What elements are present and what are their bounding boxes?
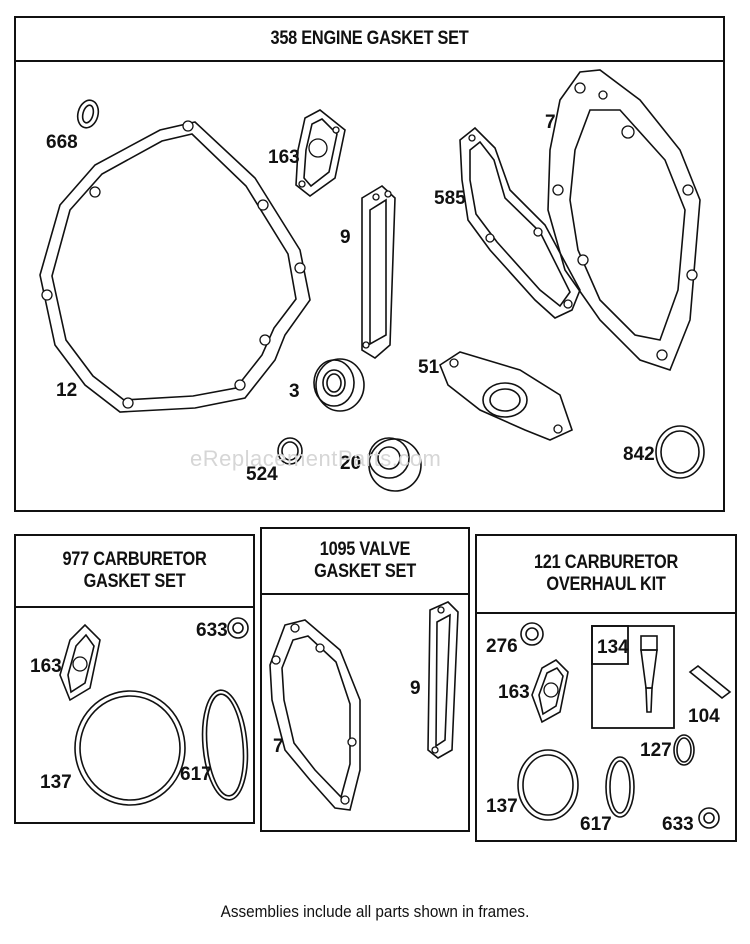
label-20: 20 [340, 453, 361, 474]
part-20-oil-seal [368, 437, 422, 492]
overhaul-kit-title-line2: OVERHAUL KIT [546, 574, 666, 595]
label-617-carb: 617 [180, 764, 212, 785]
label-134: 134 [597, 637, 629, 658]
part-617-overhaul-ring [605, 756, 635, 818]
overhaul-kit-title-line1: 121 CARBURETOR [533, 552, 679, 573]
label-137-overhaul: 137 [486, 796, 518, 817]
label-842: 842 [623, 444, 655, 465]
part-7-head-gasket [547, 69, 701, 371]
part-163-carb-gasket [59, 623, 101, 702]
part-3-oil-seal [313, 358, 365, 412]
part-12-crankcase-gasket [39, 120, 311, 413]
part-137-carb-ring [74, 690, 186, 806]
part-51-exhaust-gasket [439, 351, 573, 441]
label-163-overhaul: 163 [498, 682, 530, 703]
part-9-valve-cover-gasket [361, 185, 396, 359]
label-104: 104 [688, 706, 720, 727]
label-3: 3 [289, 381, 300, 402]
label-163-engine: 163 [268, 147, 300, 168]
label-633-carb: 633 [196, 620, 228, 641]
valve-gasket-set-title-line1: 1095 VALVE [319, 539, 411, 560]
label-9-valve: 9 [410, 678, 421, 699]
label-633-overhaul: 633 [662, 814, 694, 835]
label-163-carb: 163 [30, 656, 62, 677]
label-7-valve: 7 [273, 736, 284, 757]
part-127-ring [673, 734, 695, 766]
label-9-engine: 9 [340, 227, 351, 248]
part-163-overhaul-gasket [531, 659, 569, 724]
part-137-overhaul-ring [517, 749, 579, 821]
part-842-ring [655, 425, 705, 479]
part-668-seal [76, 99, 100, 129]
label-668: 668 [46, 132, 78, 153]
label-12: 12 [56, 380, 77, 401]
label-617-overhaul: 617 [580, 814, 612, 835]
label-127: 127 [640, 740, 672, 761]
footer-note: Assemblies include all parts shown in fr… [220, 902, 530, 921]
carburetor-gasket-set-title-line1: 977 CARBURETOR [62, 549, 207, 570]
part-104-pin [688, 664, 732, 700]
part-633-overhaul-seal [698, 807, 720, 829]
part-163-gasket [295, 109, 346, 198]
part-617-carb-ring [201, 689, 249, 801]
carburetor-gasket-set-title-line2: GASKET SET [83, 571, 186, 592]
part-134-inlet-needle [640, 635, 658, 713]
part-633-carb-seal [227, 617, 249, 639]
part-134-box [591, 625, 675, 729]
part-7-valve-head-gasket [269, 619, 361, 811]
engine-gasket-set-title: 358 ENGINE GASKET SET [270, 28, 469, 49]
carburetor-gasket-set-frame: 977 CARBURETOR GASKET SET [14, 534, 255, 824]
valve-gasket-set-title-line2: GASKET SET [314, 561, 416, 582]
part-276-seal [520, 622, 544, 646]
part-524-ring [277, 437, 303, 465]
label-7-engine: 7 [545, 112, 556, 133]
label-585: 585 [434, 188, 466, 209]
part-9-valve-gasket [427, 601, 459, 759]
label-51: 51 [418, 357, 440, 378]
valve-gasket-set-frame: 1095 VALVE GASKET SET [260, 527, 470, 832]
part-134-label-box [591, 625, 629, 665]
label-276: 276 [486, 636, 518, 657]
label-524: 524 [246, 464, 278, 485]
part-585-intake-gasket [459, 126, 581, 319]
watermark: eReplacementParts.com [190, 446, 442, 471]
label-137-carb: 137 [40, 772, 72, 793]
